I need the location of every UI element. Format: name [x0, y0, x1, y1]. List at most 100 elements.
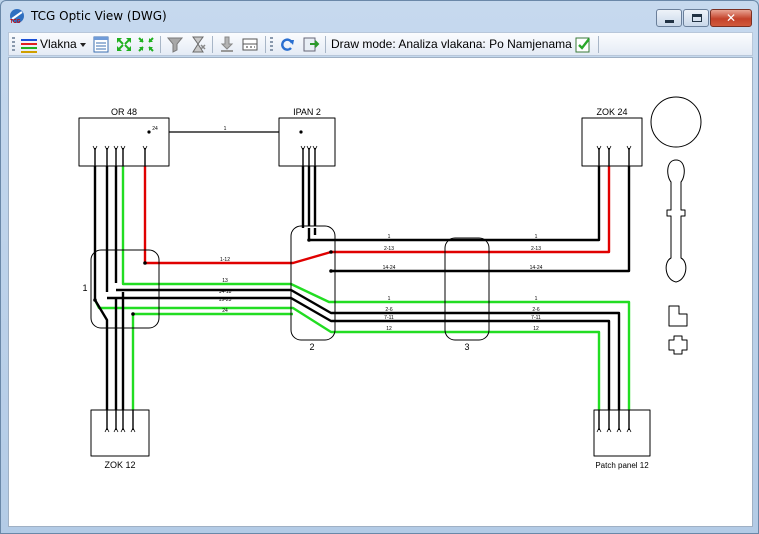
- label-p-7-11b: 7-11: [531, 315, 541, 321]
- label-p-7-11: 7-11: [384, 315, 394, 321]
- label-r-14-24b: 14-24: [530, 265, 543, 271]
- panel-icon[interactable]: [241, 35, 259, 54]
- checklist-icon[interactable]: [574, 35, 592, 54]
- label-or-top: 24: [152, 126, 158, 132]
- zoom-extents-icon[interactable]: [115, 35, 133, 54]
- label-splice-3: 3: [464, 342, 469, 352]
- palette-cable-shape[interactable]: [665, 159, 687, 283]
- label-ipan2: IPAN 2: [293, 107, 321, 117]
- label-splice-2: 2: [309, 342, 314, 352]
- fiber-zok12-1: [93, 299, 109, 420]
- label-p-2-6: 2-6: [385, 307, 392, 313]
- export-icon[interactable]: [302, 35, 320, 54]
- fiber-green-24: [93, 299, 601, 420]
- junction-dot: [329, 250, 333, 254]
- zok24-port-forks: [596, 145, 632, 151]
- junction-dot: [143, 261, 147, 265]
- label-patch12: Patch panel 12: [595, 461, 649, 470]
- download-icon[interactable]: [218, 35, 236, 54]
- zoom-fit-icon[interactable]: [137, 35, 155, 54]
- label-p-12: 12: [386, 326, 392, 332]
- fiber-19-23: [107, 296, 611, 420]
- label-r-2-13: 2-13: [384, 246, 394, 252]
- fiber-red-1-12: [145, 250, 332, 265]
- fiber-green-13: [121, 278, 631, 420]
- app-logo-icon: TCG: [10, 9, 24, 24]
- caption-buttons: ✕: [655, 9, 752, 27]
- label-zok12: ZOK 12: [104, 460, 135, 470]
- ipan2-port-forks: [300, 145, 318, 151]
- junction-dot: [329, 269, 333, 273]
- close-button[interactable]: ✕: [710, 9, 752, 27]
- label-p-2-6b: 2-6: [532, 307, 539, 313]
- close-icon: ✕: [725, 11, 737, 25]
- splice-3[interactable]: [444, 237, 490, 341]
- minimize-icon: [665, 20, 674, 23]
- toolbar-separator: [160, 36, 161, 53]
- fiber-zok24-red: [331, 150, 611, 254]
- junction-dot: [131, 312, 135, 316]
- draw-mode-label: Draw mode: Analiza vlakana: Po Namjenama: [331, 37, 572, 51]
- fiber-lines-icon[interactable]: [20, 35, 38, 54]
- label-p-12b: 12: [533, 326, 539, 332]
- chevron-down-icon[interactable]: [79, 35, 87, 54]
- toolbar-separator: [212, 36, 213, 53]
- label-19-23: 19-23: [219, 297, 232, 303]
- toolbar-separator: [325, 36, 326, 53]
- zok12-ports: [106, 410, 134, 430]
- palette-cross-shape[interactable]: [668, 335, 688, 355]
- toolbar-grip[interactable]: [12, 37, 15, 53]
- splice-1[interactable]: [90, 249, 160, 329]
- label-14-18: 14-18: [219, 289, 232, 295]
- refresh-icon[interactable]: [278, 35, 296, 54]
- drawing-canvas[interactable]: OR 48 IPAN 2 ZOK 24 ZOK 12 Patch panel 1…: [8, 57, 753, 527]
- junction-dot: [307, 238, 311, 242]
- junction-dot: [93, 298, 97, 302]
- label-red-1-12: 1-12: [220, 257, 230, 263]
- zok12-port-forks: [104, 427, 136, 433]
- or48-port-forks: [92, 145, 148, 151]
- patch12-ports: [598, 410, 630, 430]
- label-p-1b: 1: [535, 296, 538, 302]
- junction-dot: [299, 130, 303, 134]
- toolbar-separator: [598, 36, 599, 53]
- toolbar: Vlakna: [8, 32, 753, 56]
- ipan2-ports: [302, 148, 316, 166]
- label-r-2-13b: 2-13: [531, 246, 541, 252]
- label-splice-1: 1: [82, 283, 87, 293]
- label-green-13: 13: [222, 278, 228, 284]
- hourglass-icon[interactable]: [189, 35, 207, 54]
- toolbar-separator: [265, 36, 266, 53]
- title-bar[interactable]: TCG TCG Optic View (DWG) ✕: [1, 1, 758, 31]
- minimize-button[interactable]: [656, 9, 682, 27]
- node-ipan2[interactable]: [278, 117, 336, 167]
- label-r-14-24: 14-24: [383, 265, 396, 271]
- splice-2[interactable]: [290, 225, 336, 341]
- label-r-1b: 1: [535, 234, 538, 240]
- list-view-icon[interactable]: [92, 35, 110, 54]
- palette-enclosure-shape[interactable]: [668, 305, 688, 327]
- fiber-zok24-14-24: [331, 150, 631, 273]
- node-zok24[interactable]: [581, 117, 643, 167]
- fiber-zok24-1: [307, 150, 601, 242]
- fiber-diagram[interactable]: OR 48 IPAN 2 ZOK 24 ZOK 12 Patch panel 1…: [9, 58, 754, 528]
- label-p-1: 1: [388, 296, 391, 302]
- node-or48[interactable]: [78, 117, 170, 167]
- label-or48: OR 48: [111, 107, 137, 117]
- filter-icon[interactable]: [166, 35, 184, 54]
- fiber-14-18: [116, 288, 621, 420]
- label-r-1: 1: [388, 234, 391, 240]
- window-title: TCG Optic View (DWG): [31, 9, 167, 23]
- node-zok12[interactable]: [90, 409, 150, 457]
- palette-circle-shape[interactable]: [650, 96, 702, 148]
- maximize-button[interactable]: [683, 9, 709, 27]
- node-patch12[interactable]: [593, 409, 651, 457]
- zok24-ports: [598, 148, 630, 166]
- or48-ports: [94, 148, 146, 166]
- label-24: 24: [222, 308, 228, 314]
- vlakna-dropdown-label[interactable]: Vlakna: [40, 37, 77, 51]
- label-link-1: 1: [224, 126, 227, 132]
- toolbar-grip[interactable]: [270, 37, 273, 53]
- patch12-port-forks: [596, 427, 632, 433]
